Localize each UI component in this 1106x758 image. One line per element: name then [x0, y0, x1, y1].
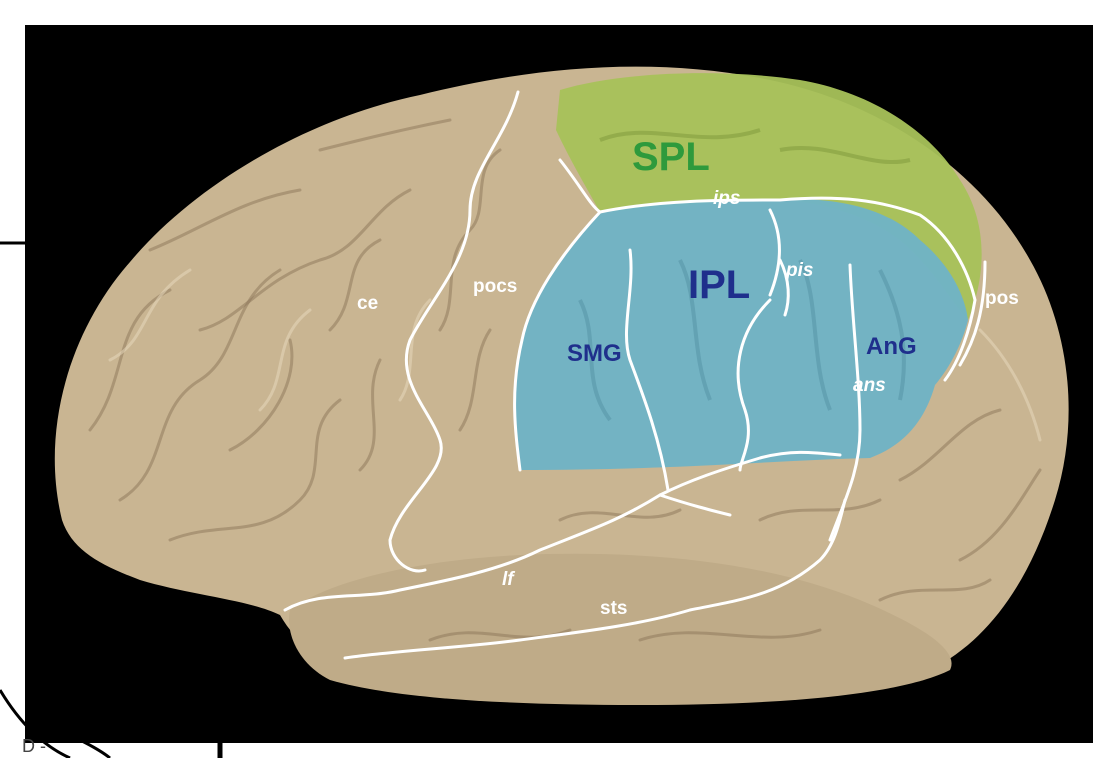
- corner-partial-text: D -: [22, 736, 46, 756]
- postcentral-sulcus-line: [513, 158, 602, 472]
- label-ips: ips: [713, 188, 740, 209]
- temporal-lobe: [289, 553, 952, 705]
- label-lf: lf: [502, 569, 515, 590]
- smg-line: [624, 248, 670, 492]
- label-ang: AnG: [866, 333, 917, 360]
- lateral-fissure-line: [283, 450, 842, 612]
- central-sulcus-line: [388, 90, 520, 573]
- region-texture: [578, 128, 911, 422]
- label-pos: pos: [985, 288, 1019, 309]
- label-pocs: pocs: [473, 276, 517, 297]
- lf-branch-line: [658, 493, 732, 517]
- label-sts: sts: [600, 598, 627, 619]
- label-ans: ans: [853, 375, 886, 396]
- ipl-region: [514, 199, 968, 470]
- intraparietal-sulcus-line: [598, 196, 977, 382]
- sulcus-lines: [283, 90, 987, 660]
- pis-branch-line-2: [778, 258, 790, 317]
- label-smg: SMG: [567, 340, 622, 367]
- gyri-texture: [88, 118, 1042, 642]
- ipl-mid-line: [736, 298, 772, 472]
- label-spl: SPL: [632, 135, 710, 179]
- label-ipl: IPL: [688, 263, 750, 307]
- pis-branch-line: [768, 208, 781, 297]
- label-pis: pis: [785, 260, 813, 281]
- label-ce: ce: [357, 293, 378, 314]
- pos-line: [958, 260, 987, 367]
- sts-line: [343, 498, 847, 660]
